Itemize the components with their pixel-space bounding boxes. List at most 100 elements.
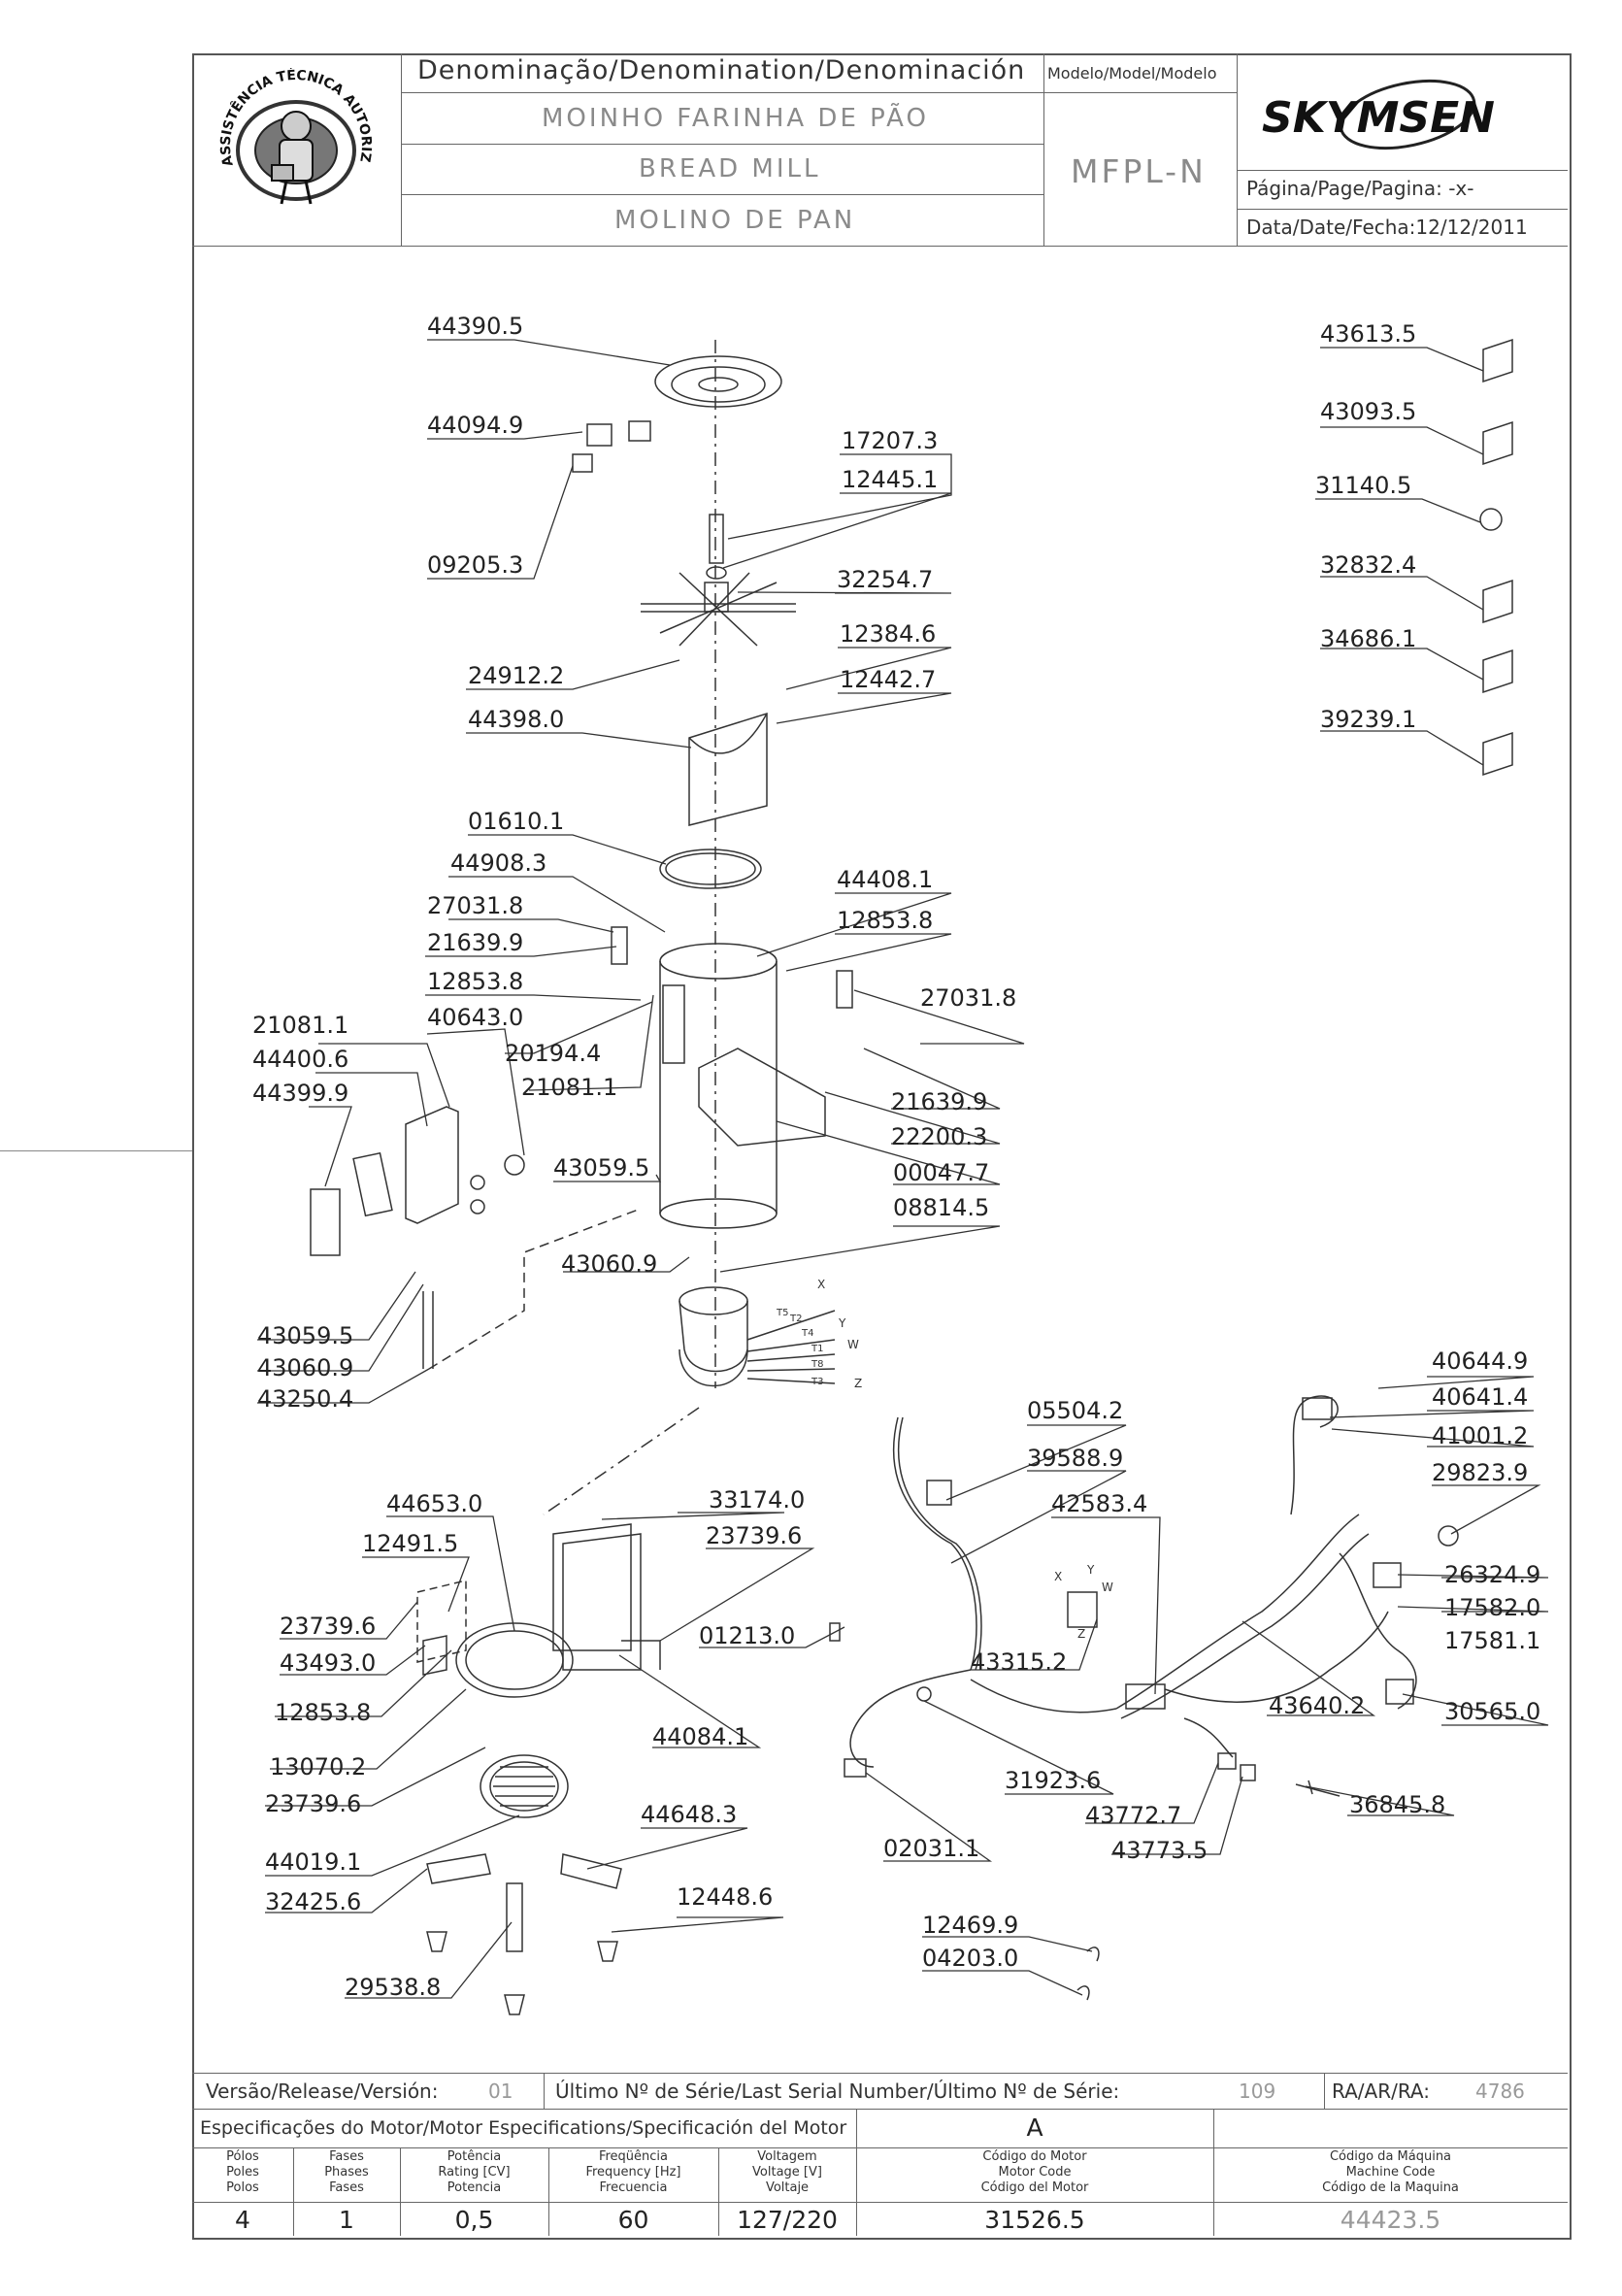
part-label: 43060.9 [561,1250,658,1278]
part-label: 12442.7 [840,666,937,693]
part-label: 21081.1 [252,1012,349,1039]
part-label: 44400.6 [252,1046,349,1073]
part-label: 43613.5 [1320,320,1417,348]
part-label: 12384.6 [840,620,937,648]
part-label: 08814.5 [893,1194,990,1221]
wire-label: T4 [802,1328,814,1339]
part-label: 43640.2 [1269,1692,1366,1719]
part-label: 34686.1 [1320,625,1417,652]
voltage-value: 127/220 [737,2206,838,2234]
wire-label: T3 [811,1377,824,1387]
wire-label: T5 [777,1308,789,1318]
part-label: 21081.1 [521,1074,618,1101]
part-label: 00047.7 [893,1159,990,1186]
rating-value: 0,5 [454,2206,494,2234]
brand-text: SKYMSEN [1262,93,1495,143]
skymsen-logo: SKYMSEN [1262,78,1543,155]
part-label: 31923.6 [1005,1767,1102,1794]
part-label: 12448.6 [677,1883,774,1911]
version-value: 01 [488,2080,513,2103]
part-label: 12853.8 [275,1699,372,1726]
part-label: 27031.8 [427,892,524,919]
part-label: 43773.5 [1111,1837,1208,1864]
part-label: 12445.1 [842,466,939,493]
motor-spec-label: Especificações do Motor/Motor Especifica… [200,2117,847,2139]
phases-value: 1 [339,2206,354,2234]
part-label: 36845.8 [1349,1791,1446,1818]
part-label: 31140.5 [1315,472,1412,499]
part-label: 44648.3 [641,1801,738,1828]
ra-label: RA/AR/RA: [1332,2080,1430,2103]
part-label: 44398.0 [468,706,565,733]
part-label: 05504.2 [1027,1397,1124,1424]
part-label: 43772.7 [1085,1802,1182,1829]
part-label: 32254.7 [837,566,934,593]
part-label: 22200.3 [891,1123,988,1150]
part-label: 23739.6 [706,1522,803,1549]
wire-label: Z [1077,1627,1086,1641]
frequency-value: 60 [617,2206,649,2234]
wire-label: X [1054,1570,1063,1583]
part-label: 43493.0 [280,1649,377,1677]
date-label: Data/Date/Fecha:12/12/2011 [1246,216,1528,239]
part-label: 27031.8 [920,984,1017,1012]
part-label: 43315.2 [971,1648,1068,1676]
part-label: 44019.1 [265,1848,362,1876]
model-value: MFPL-N [1071,152,1207,190]
part-label: 43093.5 [1320,398,1417,425]
part-label: 09205.3 [427,551,524,579]
part-label: 32832.4 [1320,551,1417,579]
name-es: MOLINO DE PAN [614,206,856,235]
wire-label: X [817,1278,826,1291]
wire-label: Y [1087,1563,1095,1577]
part-label: 21639.9 [427,929,524,956]
part-label: 02031.1 [883,1835,980,1862]
wire-label: W [847,1338,859,1351]
wire-label: T2 [790,1314,803,1324]
part-label: 12469.9 [922,1912,1019,1939]
wire-label: T8 [811,1359,824,1370]
part-label: 29823.9 [1432,1459,1529,1486]
part-label: 04203.0 [922,1945,1019,1972]
serial-label: Último Nº de Série/Last Serial Number/Úl… [555,2080,1120,2103]
wire-label: Y [839,1316,846,1330]
assistencia-tecnica-seal: ASSISTÊNCIA TÉCNICA AUTORIZADA [214,68,379,233]
name-en: BREAD MILL [639,154,821,183]
part-label: 21639.9 [891,1088,988,1115]
part-label: 29538.8 [345,1974,442,2001]
part-label: 30565.0 [1444,1698,1541,1725]
part-label: 39239.1 [1320,706,1417,733]
part-label: 12491.5 [362,1530,459,1557]
part-label: 44390.5 [427,313,524,340]
part-label: 01213.0 [699,1622,796,1649]
part-label: 44908.3 [450,849,547,877]
wire-label: T1 [811,1344,824,1354]
part-label: 44084.1 [652,1723,749,1750]
model-label: Modelo/Model/Modelo [1047,64,1217,83]
part-label: 26324.9 [1444,1561,1541,1588]
part-label: 17581.1 [1444,1627,1541,1654]
motor-code-value: 31526.5 [984,2206,1085,2234]
ra-value: 4786 [1475,2080,1525,2103]
wire-label: Z [854,1377,863,1390]
part-label: 32425.6 [265,1888,362,1915]
wire-label: W [1102,1581,1113,1594]
part-label: 43060.9 [257,1354,354,1381]
machine-code-value: 44423.5 [1340,2206,1441,2234]
poles-value: 4 [235,2206,250,2234]
part-label: 17207.3 [842,427,939,454]
part-label: 33174.0 [709,1486,806,1514]
part-label: 44399.9 [252,1080,349,1107]
part-label: 23739.6 [280,1613,377,1640]
part-label: 23739.6 [265,1790,362,1817]
part-label: 24912.2 [468,662,565,689]
serial-value: 109 [1239,2080,1276,2103]
page-label: Página/Page/Pagina: -x- [1246,177,1474,200]
part-label: 42583.4 [1051,1490,1148,1517]
